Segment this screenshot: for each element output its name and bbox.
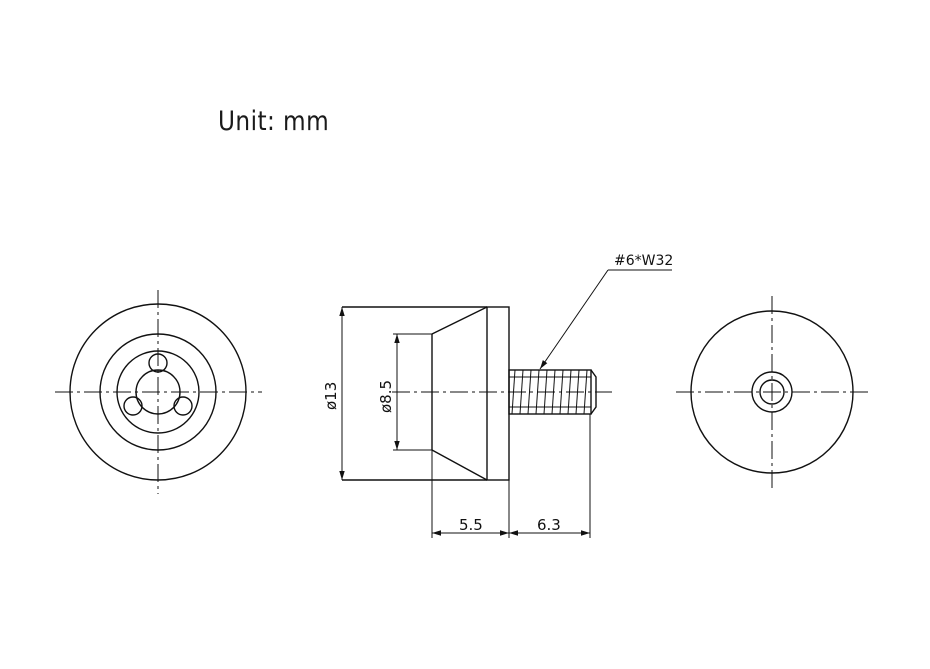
inner-diameter-label: ø8.5 <box>377 380 395 413</box>
side-view <box>339 269 672 538</box>
front-view <box>55 290 262 494</box>
rear-centerlines <box>676 296 868 490</box>
head-length-label: 5.5 <box>459 516 483 534</box>
head-chamfer-top <box>431 306 488 335</box>
callout-leader <box>539 269 609 370</box>
thread-spec-label: #6*W32 <box>614 253 673 269</box>
rear-view <box>676 296 868 490</box>
unit-label: Unit: mm <box>218 106 330 137</box>
head-chamfer-bottom <box>431 449 488 481</box>
head-flange <box>486 306 510 481</box>
thread-length-label: 6.3 <box>537 516 561 534</box>
front-centerlines <box>55 290 262 494</box>
outer-diameter-label: ø13 <box>322 382 340 410</box>
rear-minor-circle <box>759 379 785 405</box>
